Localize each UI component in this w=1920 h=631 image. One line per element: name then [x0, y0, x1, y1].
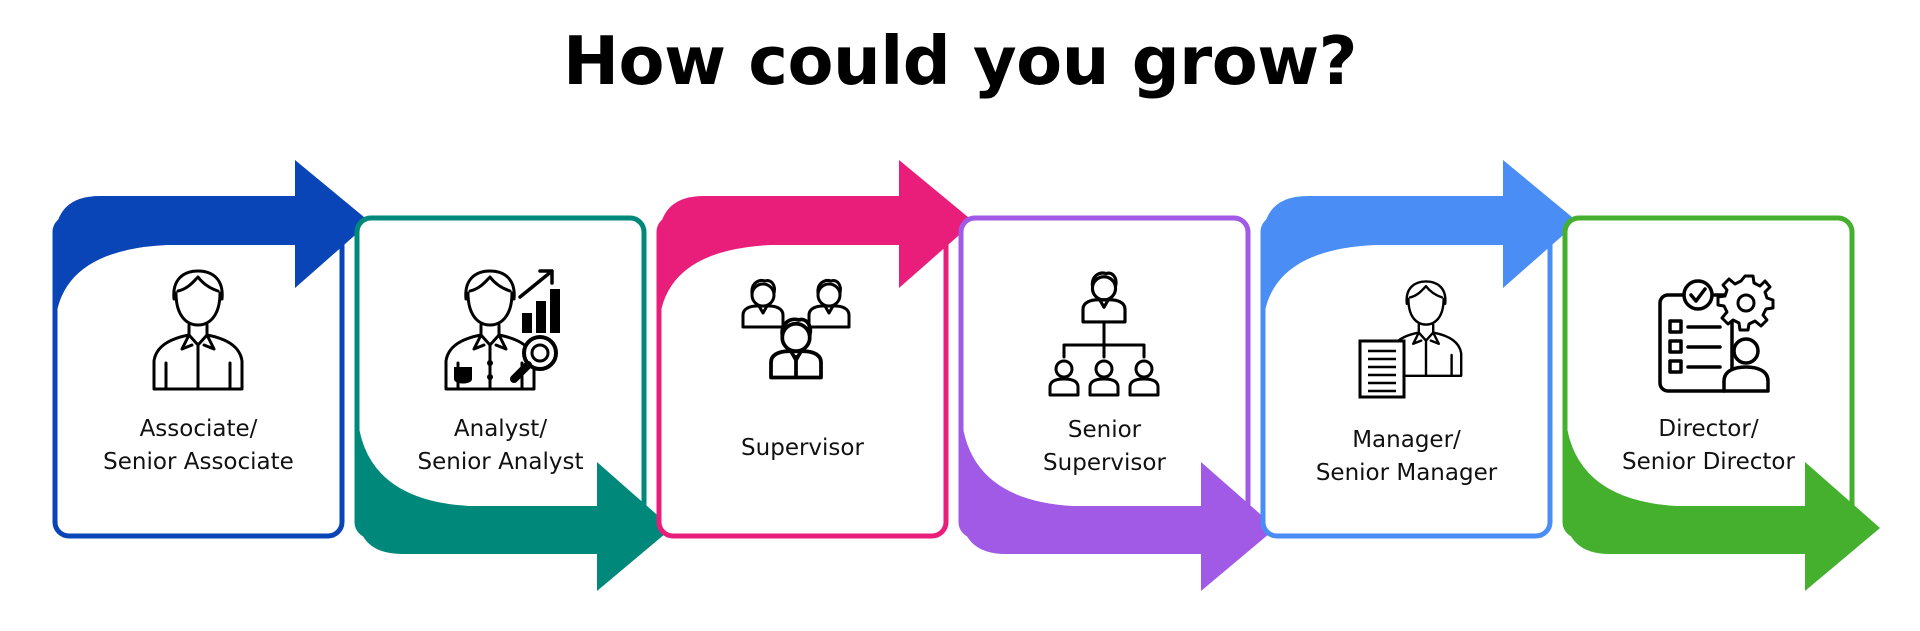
- step-label-line-2: Senior Associate: [103, 449, 294, 475]
- step-label-line-2: Senior Manager: [1315, 460, 1498, 486]
- checklist-gear-icon: [1658, 274, 1775, 393]
- career-step-2: [354, 215, 672, 591]
- step-label-line-1: Analyst/: [453, 416, 548, 442]
- step-label: Associate/Senior Associate: [55, 413, 342, 479]
- step-label-line-1: Senior: [1067, 417, 1142, 443]
- step-arrow: [1565, 410, 1880, 591]
- step-arrow: [1263, 160, 1578, 326]
- step-label-line-2: Senior Analyst: [417, 449, 584, 475]
- analyst-growth-icon: [444, 269, 560, 391]
- career-step-4: [958, 215, 1276, 591]
- career-step-3: [656, 160, 974, 539]
- step-arrow: [659, 160, 974, 326]
- step-label: Director/Senior Director: [1565, 413, 1852, 479]
- team-icon: [741, 279, 851, 380]
- step-label-line-2: Senior Director: [1622, 449, 1795, 475]
- page-title: How could you grow?: [562, 22, 1358, 100]
- step-label-line-1: Associate/: [139, 416, 258, 442]
- step-arrow: [357, 410, 672, 591]
- step-label-line-1: Director/: [1658, 416, 1759, 442]
- step-label: Analyst/Senior Analyst: [357, 413, 644, 479]
- step-label: Supervisor: [659, 432, 946, 465]
- career-step-6: [1562, 215, 1880, 591]
- org-chart-icon: [1048, 271, 1160, 397]
- step-label-line-1: Manager/: [1352, 427, 1461, 453]
- career-step-5: [1260, 160, 1578, 539]
- step-arrow: [55, 160, 370, 326]
- step-arrow: [961, 410, 1276, 591]
- step-label-line-2: Supervisor: [1043, 450, 1166, 476]
- manager-document-icon: [1358, 280, 1463, 399]
- step-label-line-1: Supervisor: [741, 435, 864, 461]
- step-label: Manager/Senior Manager: [1263, 424, 1550, 490]
